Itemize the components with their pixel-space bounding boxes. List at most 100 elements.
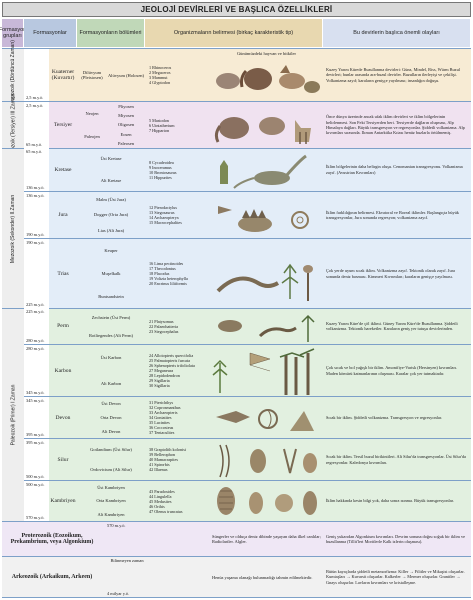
header-sections: Formasyonların bölümleri <box>77 19 145 47</box>
sub-item: Ordovicium (Alt Silur) <box>90 467 132 473</box>
thecodont-drawing <box>216 263 313 301</box>
fossil-list-silur: 38 Graptolith kolonisi 39 Bellerophon 40… <box>145 439 210 480</box>
fossil-item: 15 Macrocephalites <box>149 220 182 225</box>
trilobite-drawing <box>217 487 317 515</box>
drawing-kambriyen <box>210 481 323 521</box>
time-mark: 136 m.y.ö. <box>26 193 45 198</box>
group-label-mezozoik: Mezozoik (Sekonder) II.Zaman <box>2 149 24 308</box>
fossil-list-kambriyen: 43 Paradoxides 44 Lingulella 45 Medusite… <box>145 481 210 521</box>
sub-item: Üst Kambriyen <box>97 485 125 491</box>
fossil-item: 10 Brontosaurus <box>149 169 177 175</box>
epochs-tersiyer: Pliyosen Miyosen Oligosen Eosen Paleosen <box>107 102 145 148</box>
subs-kambriyen: Üst Kambriyen Orta Kambriyen Alt Kambriy… <box>77 481 145 521</box>
fossil-item: 40 Mamacrapites <box>149 457 178 462</box>
epoch-item: Alüvyum (Holosen) <box>107 72 145 78</box>
fossil-item: 23 Stegocephalus <box>149 328 179 334</box>
fossil-item: 27 Meganeura <box>149 368 174 373</box>
fossil-item: 45 Medusites <box>149 498 172 504</box>
sub-item: Zechstein (Üst Perm) <box>91 314 131 320</box>
time-mark: 225 m.y.ö. <box>26 309 45 314</box>
time-mark: Bilinmeyen zaman <box>110 558 144 563</box>
period-proterozoik: Proterozoik (Eozoikum, Prekambrium, veya… <box>10 533 94 545</box>
fossil-item: 29 Sigillaria <box>149 378 170 383</box>
drawing-caption: Günümüzdeki hayvan ve bitkiler <box>236 51 297 56</box>
epochs-kuaterner: Alüvyum (Holosen) <box>107 49 145 101</box>
period-perm: Perm <box>57 323 69 329</box>
fossil-item: 19 Voltzia heterophylla <box>149 276 188 281</box>
fossil-item: 22 Palaeohatteria <box>149 323 178 329</box>
row-perm: 225 m.y.ö. 280 m.y.ö. Perm Zechstein (Üs… <box>24 308 471 344</box>
epoch-item: Pliyosen <box>118 104 134 110</box>
period-devon: Devon <box>55 414 71 421</box>
fossil-list-perm: 21 Platysomus 22 Palaeohatteria 23 Stego… <box>145 308 210 344</box>
drawing-kuaterner: Günümüzdeki hayvan ve bitkiler <box>210 49 323 101</box>
fossil-list-karbon: 24 Alloiopteris quercifolia 25 Palmatopt… <box>145 345 210 396</box>
fossil-item: 3 Mammut <box>149 75 168 80</box>
time-column: 225 m.y.ö. 280 m.y.ö. <box>24 308 49 344</box>
fossil-item: 17 Thecodontus <box>149 266 176 271</box>
sub-item: Paleojen <box>84 134 100 139</box>
epoch-item: Oligosen <box>117 122 135 128</box>
description-jura: İklim farklılığının belirmesi. Ekvatoral… <box>326 209 459 220</box>
time-column: 190 m.y.ö. 225 m.y.ö. <box>24 239 49 308</box>
row-tersiyer: Neozoik (Tersiyer) III.Zaman 2,5 m.y.ö. … <box>2 94 471 156</box>
description-silur: Sıcak bir iklim. Tersil buzul birikintil… <box>326 454 466 465</box>
description-proterozoik: Geniş yukarıdan Algonkium kıvrımları. De… <box>326 533 466 544</box>
sub-item: Üst Karbon <box>100 355 122 361</box>
epoch-item: Miyosen <box>118 113 134 119</box>
time-mark: 2,5 m.y.ö. <box>26 95 44 100</box>
drawing-perm <box>210 308 323 344</box>
fossil-item: 13 Stegosaurus <box>149 210 175 215</box>
sub-item: Orta Devon <box>100 414 122 420</box>
sub-item: Orta Kambriyen <box>96 498 126 504</box>
period-jura: Jura <box>58 212 68 218</box>
time-mark: 500 m.y.ö. <box>26 482 45 487</box>
fossil-item: 2 Megaceros <box>149 70 171 75</box>
fossil-list-tersiyer: 5 Mastodon 6 Uintatherium 7 Hipparion <box>145 102 210 148</box>
graptolite-drawing <box>219 444 317 478</box>
brontosaurus-drawing <box>220 154 307 189</box>
fossil-list-kuaterner: 1 Rhinoceros 2 Megaceros 3 Mammut 4 Glyp… <box>145 49 210 101</box>
fossil-item: 14 Archaeopteryx <box>149 215 179 220</box>
description-perm: Kuzey Yarım Küre'de çöl iklimi. Güney Ya… <box>326 320 458 331</box>
fossil-item: 39 Bellerophon <box>149 452 175 457</box>
fossils-arkeozoik: Henüz yaşama olanağı bulunmadığı tahmin … <box>212 574 313 580</box>
group-label-paleozoik: Paleozoik (Primer) I.Zaman <box>2 309 24 521</box>
fossil-item: 47 Olenus truncatus <box>149 508 183 514</box>
header-events: Bu devirlerin başlıca önemli olayları <box>323 19 471 47</box>
time-column: 345 m.y.ö. 395 m.y.ö. <box>24 397 49 438</box>
time-mark: 395 m.y.ö. <box>26 432 45 437</box>
sub-item: Lias (Alt Jura) <box>97 227 125 233</box>
drawing-karbon <box>210 345 323 396</box>
sub-item: Alt Kretase <box>100 177 122 183</box>
description-karbon: Çok sıcak ve bol yağışlı bir iklim. Amon… <box>326 365 458 376</box>
time-mark: 500 m.y.ö. <box>26 474 45 479</box>
header-groups: Formasyon grupları <box>0 19 26 47</box>
page-title: JEOLOJİ DEVİRLERİ VE BAŞLICA ÖZELLİKLERİ <box>2 2 471 17</box>
group-text: Paleozoik (Primer) I.Zaman <box>10 384 17 446</box>
drawing-devon <box>210 397 323 438</box>
fossil-item: 1 Rhinoceros <box>149 65 172 70</box>
period-trias: Trias <box>57 270 69 277</box>
fossil-item: 42 Illaenus <box>149 467 168 472</box>
fossil-item: 30 Sigillaria <box>149 383 170 388</box>
subs-tersiyer: Neojen Paleojen <box>77 102 107 148</box>
fossil-item: 6 Uintatherium <box>149 122 175 128</box>
period-silur: Silur <box>57 456 69 463</box>
description-devon: Sıcak bir iklim. Şiddetli volkanizma. Tr… <box>326 414 442 420</box>
time-column: 2,5 m.y.ö. <box>24 49 49 101</box>
mastodon-drawing <box>214 117 311 144</box>
armored-fish-drawing <box>216 409 314 431</box>
time-mark: 280 m.y.ö. <box>26 346 45 351</box>
time-mark: 570 m.y.ö. <box>26 515 45 520</box>
time-mark: 65 m.y.ö. <box>26 149 43 154</box>
fossil-item: 43 Paradoxides <box>149 488 175 494</box>
fossil-item: 9 Inoceramus <box>149 164 172 170</box>
fossil-item: 41 Spirorbis <box>149 462 170 467</box>
fossil-item: 46 Orthis <box>149 503 165 509</box>
description-trias: Çok yerde uyum sıcak iklim. Volkanizma z… <box>326 268 455 279</box>
fossil-list-devon: 31 Pterichthys 32 Coprosmanthus 33 Archa… <box>145 397 210 438</box>
time-column: 395 m.y.ö. 500 m.y.ö. <box>24 439 49 480</box>
time-mark: 190 m.y.ö. <box>26 240 45 245</box>
sub-item: Üst Devon <box>101 401 121 407</box>
